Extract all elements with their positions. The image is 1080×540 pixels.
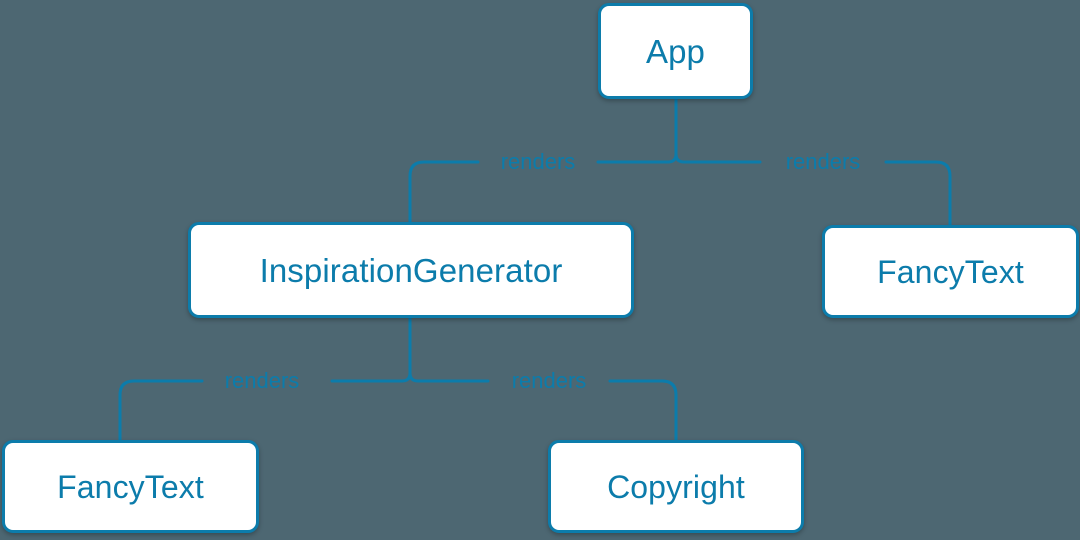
node-app[interactable]: App — [598, 3, 753, 99]
node-copyright[interactable]: Copyright — [548, 440, 804, 533]
edge-inspiration-to-copyright — [608, 379, 678, 442]
node-fancytext-bottom-label: FancyText — [57, 468, 204, 505]
edge-app-to-fancytext — [884, 160, 952, 227]
node-inspiration-generator-label: InspirationGenerator — [259, 251, 563, 289]
edge-stem-app — [596, 97, 678, 164]
edge-label-app-fancytext: renders — [785, 149, 861, 174]
node-inspiration-generator[interactable]: InspirationGenerator — [188, 222, 634, 318]
node-app-label: App — [645, 32, 706, 70]
edge-stem-inspiration-right — [408, 316, 490, 383]
edge-app-to-inspiration — [408, 160, 480, 224]
edge-stem-app-right — [674, 97, 762, 164]
edge-label-inspiration-fancytext: renders — [224, 368, 300, 393]
node-fancytext-right[interactable]: FancyText — [822, 225, 1079, 318]
node-copyright-label: Copyright — [607, 468, 745, 505]
node-fancytext-right-label: FancyText — [877, 253, 1024, 290]
edge-inspiration-to-fancytext — [118, 379, 204, 442]
edge-label-app-inspiration: renders — [500, 149, 576, 174]
edge-label-inspiration-copyright: renders — [511, 368, 587, 393]
node-fancytext-bottom[interactable]: FancyText — [2, 440, 259, 533]
edge-stem-inspiration — [330, 316, 412, 383]
